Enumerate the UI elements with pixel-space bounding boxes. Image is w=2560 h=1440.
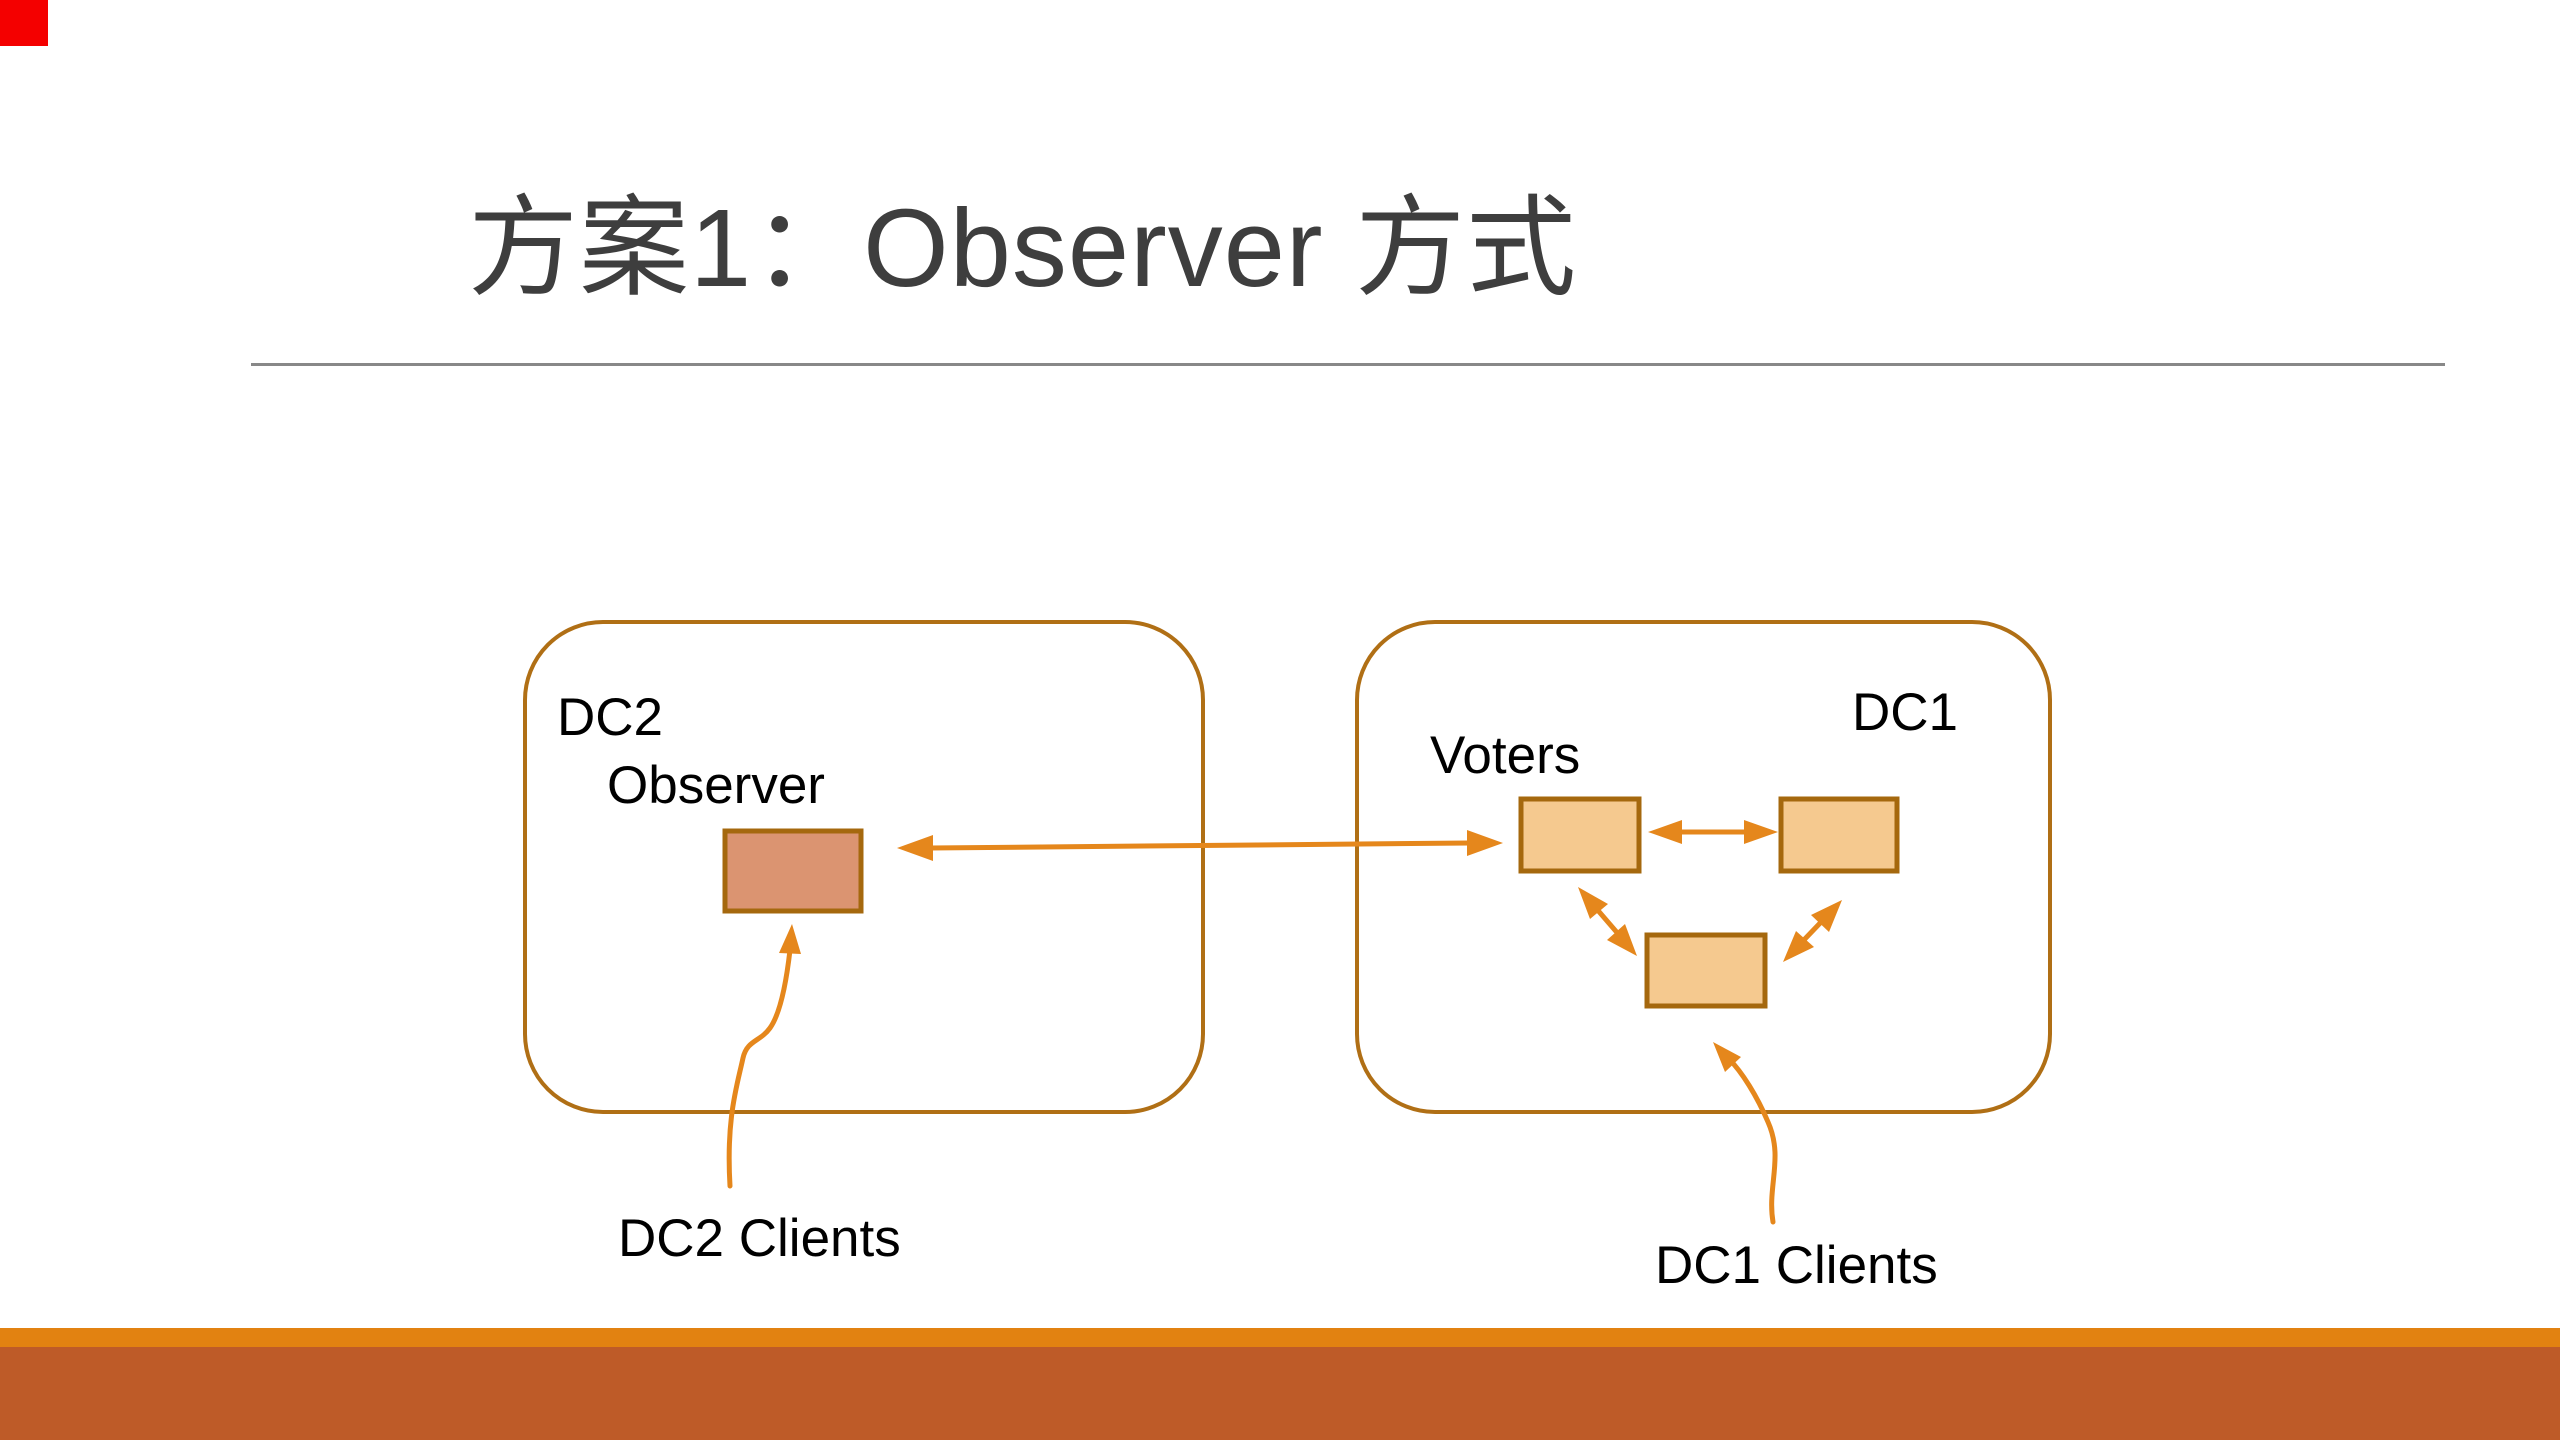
slide-title: 方案1：Observer 方式 [468, 187, 1578, 310]
observer-label: Observer [607, 756, 825, 815]
voter-node-right [1778, 796, 1900, 874]
footer-accent-stripe [0, 1328, 2560, 1347]
observer-node [722, 828, 864, 914]
voter-node-bottom [1644, 932, 1768, 1009]
dc1-container [1355, 620, 2052, 1114]
footer-band [0, 1347, 2560, 1440]
voters-label: Voters [1430, 726, 1581, 785]
dc2-label: DC2 [557, 688, 664, 747]
dc2-clients-label: DC2 Clients [618, 1209, 901, 1268]
title-divider [251, 363, 2445, 366]
dc-replication-arrow [897, 830, 1503, 861]
dc1-label: DC1 [1852, 683, 1959, 742]
voter-arrow-left-diagonal [1578, 887, 1637, 956]
dc1-clients-arrow [1713, 1042, 1778, 1225]
dc2-clients-arrow [726, 924, 801, 1189]
record-indicator [0, 0, 48, 46]
voter-arrow-horizontal [1648, 820, 1778, 844]
voter-node-left [1518, 796, 1642, 874]
voter-arrow-right-diagonal [1783, 900, 1842, 962]
dc1-clients-label: DC1 Clients [1655, 1236, 1938, 1295]
dc2-container [523, 620, 1205, 1114]
